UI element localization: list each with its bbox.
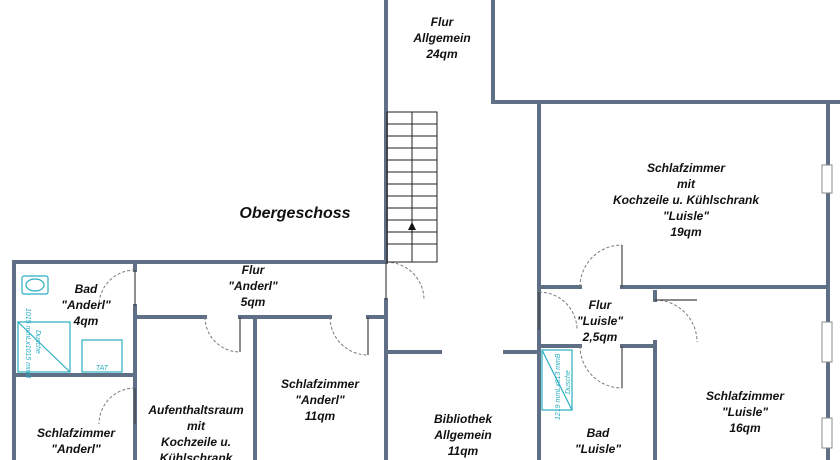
room-label-line: 24qm	[425, 47, 458, 61]
room-label-line: "Anderl"	[61, 298, 111, 312]
room-label-line: Allgemein	[412, 31, 470, 45]
room-label-flur-luisle: Flur "Luisle" 2,5qm	[577, 298, 623, 344]
room-label-line: Schlafzimmer	[281, 377, 360, 391]
room-label-line: "Anderl"	[295, 393, 345, 407]
door-flur-anderl-corridor	[385, 261, 425, 301]
room-label-schlafzimmer-anderl: Schlafzimmer "Anderl" 11qm	[281, 377, 360, 423]
door-schlafzimmer-anderl-2	[98, 387, 136, 425]
shower-luisle-dims: 1219 mmLx813 mmB	[555, 353, 562, 420]
wc-mark: TAT	[96, 365, 109, 372]
floor-title: Obergeschoss	[239, 205, 350, 222]
room-label-line: Schlafzimmer	[706, 389, 785, 403]
shower-luisle-label: Dusche	[565, 370, 572, 394]
stairs-arrow-icon	[408, 222, 416, 240]
door-schlafzimmer-anderl	[329, 316, 369, 356]
window	[821, 321, 833, 363]
room-label-bad-anderl: Bad "Anderl" 4qm	[61, 282, 111, 328]
room-label-line: Kochzeile u. Kühlschrank	[613, 193, 760, 207]
room-label-line: 5qm	[241, 295, 266, 309]
room-label-line: "Luisle"	[575, 442, 621, 456]
room-label-schlafzimmer-luisle: Schlafzimmer "Luisle" 16qm	[706, 389, 785, 435]
door-schlafzimmer-kochzeile	[579, 244, 623, 288]
room-label-line: "Anderl"	[51, 442, 101, 456]
room-label-line: Schlafzimmer	[37, 426, 116, 440]
room-label-line: 2,5qm	[582, 330, 618, 344]
room-label-line: mit	[677, 177, 696, 191]
room-label-line: Flur	[431, 15, 455, 29]
room-label-line: Bad	[587, 426, 610, 440]
room-label-line: 16qm	[729, 421, 761, 435]
shower-anderl: Dusche 1015 mmLx1015 mmB	[17, 308, 71, 379]
room-label-line: Aufenthaltsraum	[147, 403, 244, 417]
room-label-line: "Luisle"	[577, 314, 623, 328]
door-bad-luisle	[579, 345, 623, 389]
toilet-icon	[21, 275, 49, 295]
room-label-line: "Anderl"	[228, 279, 278, 293]
shower-anderl-label: Dusche	[34, 330, 41, 354]
room-label-line: Flur	[589, 298, 613, 312]
shower-anderl-dims: 1015 mmLx1015 mmB	[24, 308, 31, 379]
room-label-line: 4qm	[73, 314, 99, 328]
door-flur-luisle	[538, 291, 578, 331]
room-label-line: Kochzeile u.	[161, 435, 231, 449]
door-bad-anderl	[98, 269, 136, 307]
window	[821, 164, 833, 194]
room-label-line: Bad	[75, 282, 98, 296]
room-label-line: 19qm	[670, 225, 702, 239]
room-label-schlafzimmer-anderl-2: Schlafzimmer "Anderl"	[37, 426, 116, 456]
room-label-line: mit	[187, 419, 206, 433]
room-label-bad-luisle: Bad "Luisle"	[575, 426, 621, 456]
door-aufenthaltsraum	[204, 316, 241, 353]
room-label-line: Kühlschrank	[160, 451, 234, 460]
shower-luisle: 1219 mmLx813 mmB Dusche	[541, 349, 573, 420]
room-label-line: Allgemein	[433, 428, 491, 442]
room-label-line: 11qm	[448, 444, 479, 458]
room-label-line: 11qm	[305, 409, 336, 423]
room-label-line: Bibliothek	[434, 412, 493, 426]
window	[821, 417, 833, 449]
sink-icon: TAT	[81, 339, 123, 373]
door-schlafzimmer-luisle	[654, 299, 698, 343]
room-label-line: "Luisle"	[663, 209, 709, 223]
room-label-flur-anderl: Flur "Anderl" 5qm	[228, 263, 278, 309]
room-label-line: "Luisle"	[722, 405, 768, 419]
room-label-line: Flur	[242, 263, 266, 277]
room-label-line: Schlafzimmer	[647, 161, 726, 175]
